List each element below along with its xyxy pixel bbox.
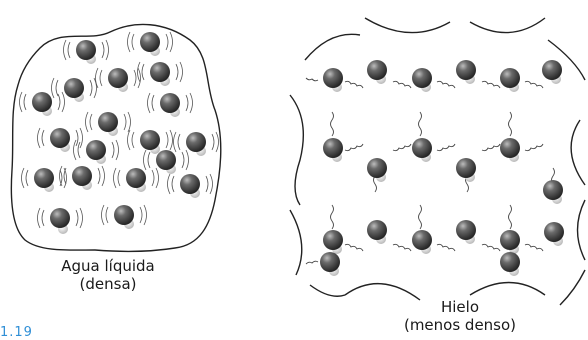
water-molecule-liquid — [137, 61, 183, 86]
water-molecule-liquid — [37, 207, 83, 234]
water-molecule-ice — [323, 230, 343, 254]
water-molecule-ice — [412, 68, 432, 92]
water-molecule-ice — [320, 252, 340, 276]
water-molecule-ice — [500, 138, 520, 162]
water-molecule-liquid — [143, 149, 189, 174]
ice-hydrogen-bonds — [305, 77, 555, 265]
water-molecule-liquid — [173, 131, 219, 156]
water-molecule-ice — [500, 230, 520, 254]
water-molecule-ice — [412, 138, 432, 162]
liquid-molecules — [19, 31, 219, 234]
water-molecule-ice — [367, 158, 387, 182]
water-molecule-ice — [367, 220, 387, 244]
water-molecule-ice — [456, 220, 476, 244]
water-molecule-liquid — [101, 204, 147, 229]
water-molecule-ice — [367, 60, 387, 84]
water-molecule-liquid — [51, 77, 97, 102]
water-molecule-liquid — [95, 67, 141, 92]
water-molecule-liquid — [85, 111, 131, 136]
water-molecule-liquid — [63, 39, 109, 64]
water-molecule-ice — [500, 68, 520, 92]
water-molecule-ice — [323, 138, 343, 162]
water-molecule-ice — [323, 68, 343, 92]
water-molecule-liquid — [147, 92, 193, 117]
water-molecule-liquid — [21, 167, 67, 192]
water-molecule-liquid — [127, 129, 173, 154]
water-molecule-ice — [500, 252, 520, 276]
water-molecule-ice — [412, 230, 432, 254]
liquid-water-label: Agua líquida (densa) — [8, 257, 208, 293]
liquid-water-label-line2: (densa) — [79, 275, 137, 293]
ice-molecules — [320, 60, 564, 276]
water-molecule-liquid — [59, 165, 105, 190]
water-molecule-liquid — [113, 167, 159, 192]
ice-label: Hielo (menos denso) — [370, 298, 550, 334]
water-molecule-ice — [543, 180, 563, 204]
water-molecule-liquid — [73, 139, 119, 164]
water-molecule-ice — [542, 60, 562, 84]
water-molecule-liquid — [37, 127, 83, 152]
liquid-boundary — [10, 23, 222, 253]
water-molecule-ice — [456, 60, 476, 84]
ice-label-line2: (menos denso) — [403, 316, 517, 334]
water-molecule-ice — [456, 158, 476, 182]
ice-label-line1: Hielo — [440, 298, 480, 316]
water-molecule-liquid — [127, 31, 173, 56]
water-molecule-liquid — [19, 91, 65, 116]
liquid-water-label-line1: Agua líquida — [61, 257, 155, 275]
water-molecule-liquid — [167, 173, 213, 198]
water-molecule-ice — [544, 222, 564, 246]
partial-figure-number: 1.19 — [0, 325, 33, 340]
ice-lattice-arcs — [289, 17, 586, 306]
